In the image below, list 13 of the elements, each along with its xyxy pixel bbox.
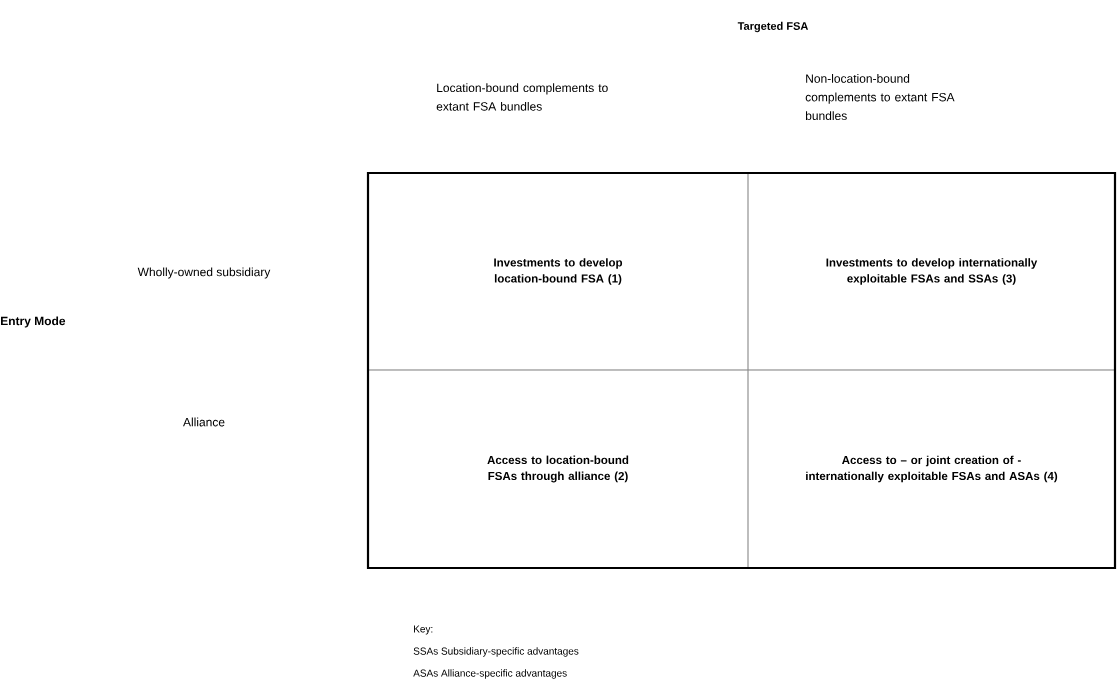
key-title: Key: (414, 625, 433, 635)
column-header: Non-location-bound complements to extant FSA bundles (805, 74, 955, 120)
axis-title: Targeted FSA (737, 21, 809, 33)
row-header: Alliance (183, 417, 225, 427)
key-entry: SSAs Subsidiary-specific advantages (413, 647, 579, 657)
row-header: Wholly-owned subsidiary (137, 267, 271, 279)
matrix-cell: Access to – or joint creation of - internationally exploitable FSAs and ASAs (4) (747, 369, 1116, 569)
matrix-cell: Access to location-bound FSAs through alliance (2) (367, 369, 749, 569)
matrix-cell: Investments to develop location-bound FSA (1) (367, 172, 749, 371)
key-entry: ASAs Alliance-specific advantages (413, 669, 567, 679)
column-header: Location-bound complements to extant FSA bundles (436, 83, 608, 111)
axis-title: Entry Mode (1, 316, 66, 328)
matrix-cell: Investments to develop internationally exploitable FSAs and SSAs (3) (747, 172, 1116, 371)
